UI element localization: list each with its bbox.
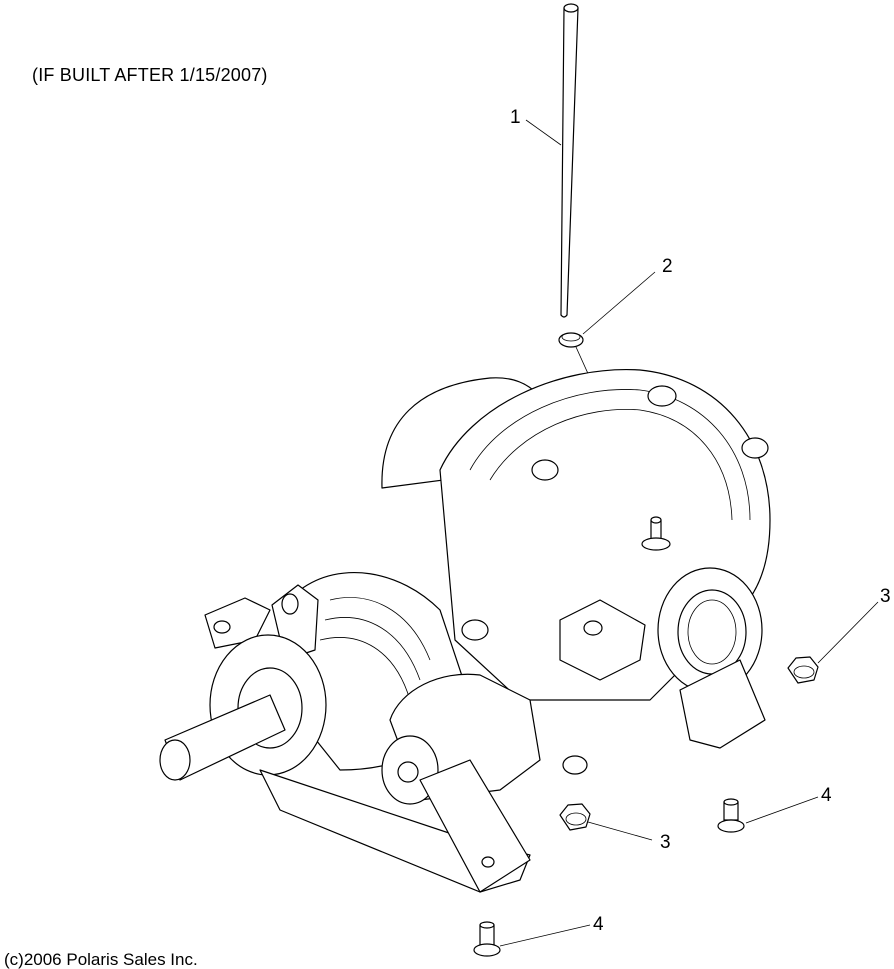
callout-4b: 4 bbox=[593, 914, 604, 935]
gearcase-housing bbox=[159, 368, 771, 893]
hose-clamp bbox=[558, 332, 584, 348]
build-date-note: (IF BUILT AFTER 1/15/2007) bbox=[32, 65, 268, 85]
cover-bolts bbox=[461, 385, 769, 775]
bolt-4a bbox=[717, 798, 745, 833]
vent-tube bbox=[560, 3, 579, 318]
copyright-notice: (c)2006 Polaris Sales Inc. bbox=[4, 950, 198, 969]
flange-nut-3b bbox=[559, 803, 591, 831]
callout-3b: 3 bbox=[660, 832, 671, 853]
callout-3a: 3 bbox=[880, 586, 891, 607]
callout-1: 1 bbox=[510, 107, 521, 128]
callout-2: 2 bbox=[662, 256, 673, 277]
flange-nut-3a bbox=[787, 656, 819, 684]
bolt-4b bbox=[473, 921, 501, 957]
callout-4a: 4 bbox=[821, 785, 832, 806]
